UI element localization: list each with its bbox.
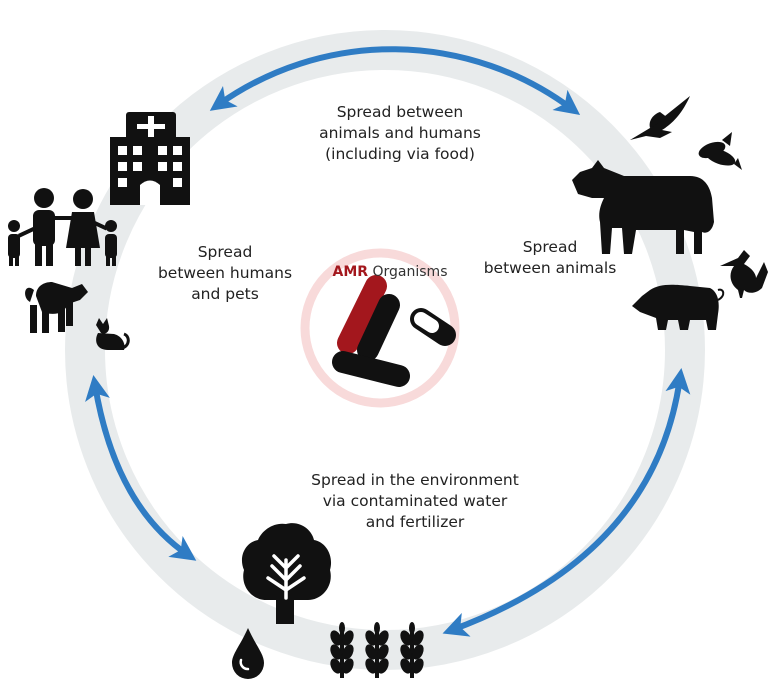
label-humans-pets: Spread between humans and pets <box>140 242 310 305</box>
rooster-icon <box>720 250 768 298</box>
amr-title: AMR Organisms <box>320 264 460 280</box>
label-line: Spread <box>197 243 253 261</box>
label-environment: Spread in the environment via contaminat… <box>270 470 560 533</box>
arrow-right <box>442 368 691 637</box>
arrow-left <box>85 375 197 561</box>
tree-icon <box>241 523 332 624</box>
cow-icon <box>572 160 714 254</box>
arrow-top <box>209 46 581 116</box>
spread-arrows <box>85 46 691 637</box>
label-line: and fertilizer <box>365 513 465 531</box>
bacteria-icon <box>332 275 410 387</box>
amr-acronym: AMR <box>332 264 369 280</box>
label-line: animals and humans <box>319 124 481 142</box>
label-line: between humans <box>157 264 293 282</box>
family-icon <box>8 188 117 266</box>
label-between-animals: Spread between animals <box>470 237 630 279</box>
dog-icon <box>25 282 88 333</box>
label-line: Spread between <box>336 103 464 121</box>
hospital-icon <box>110 112 190 205</box>
label-line: and pets <box>191 285 259 303</box>
amr-organisms-word: Organisms <box>372 264 448 280</box>
label-line: Spread <box>522 238 578 256</box>
label-animals-humans: Spread between animals and humans (inclu… <box>270 102 530 165</box>
pig-icon <box>632 284 725 330</box>
wheat-icon <box>330 622 424 678</box>
label-line: Spread in the environment <box>311 471 519 489</box>
label-line: (including via food) <box>325 145 475 163</box>
fish-icon <box>698 132 742 170</box>
eagle-icon <box>630 96 690 140</box>
capsule-icon <box>410 308 456 346</box>
label-line: between animals <box>483 259 617 277</box>
cat-icon <box>96 318 130 350</box>
water-drop-icon <box>232 628 264 679</box>
label-line: via contaminated water <box>322 492 508 510</box>
